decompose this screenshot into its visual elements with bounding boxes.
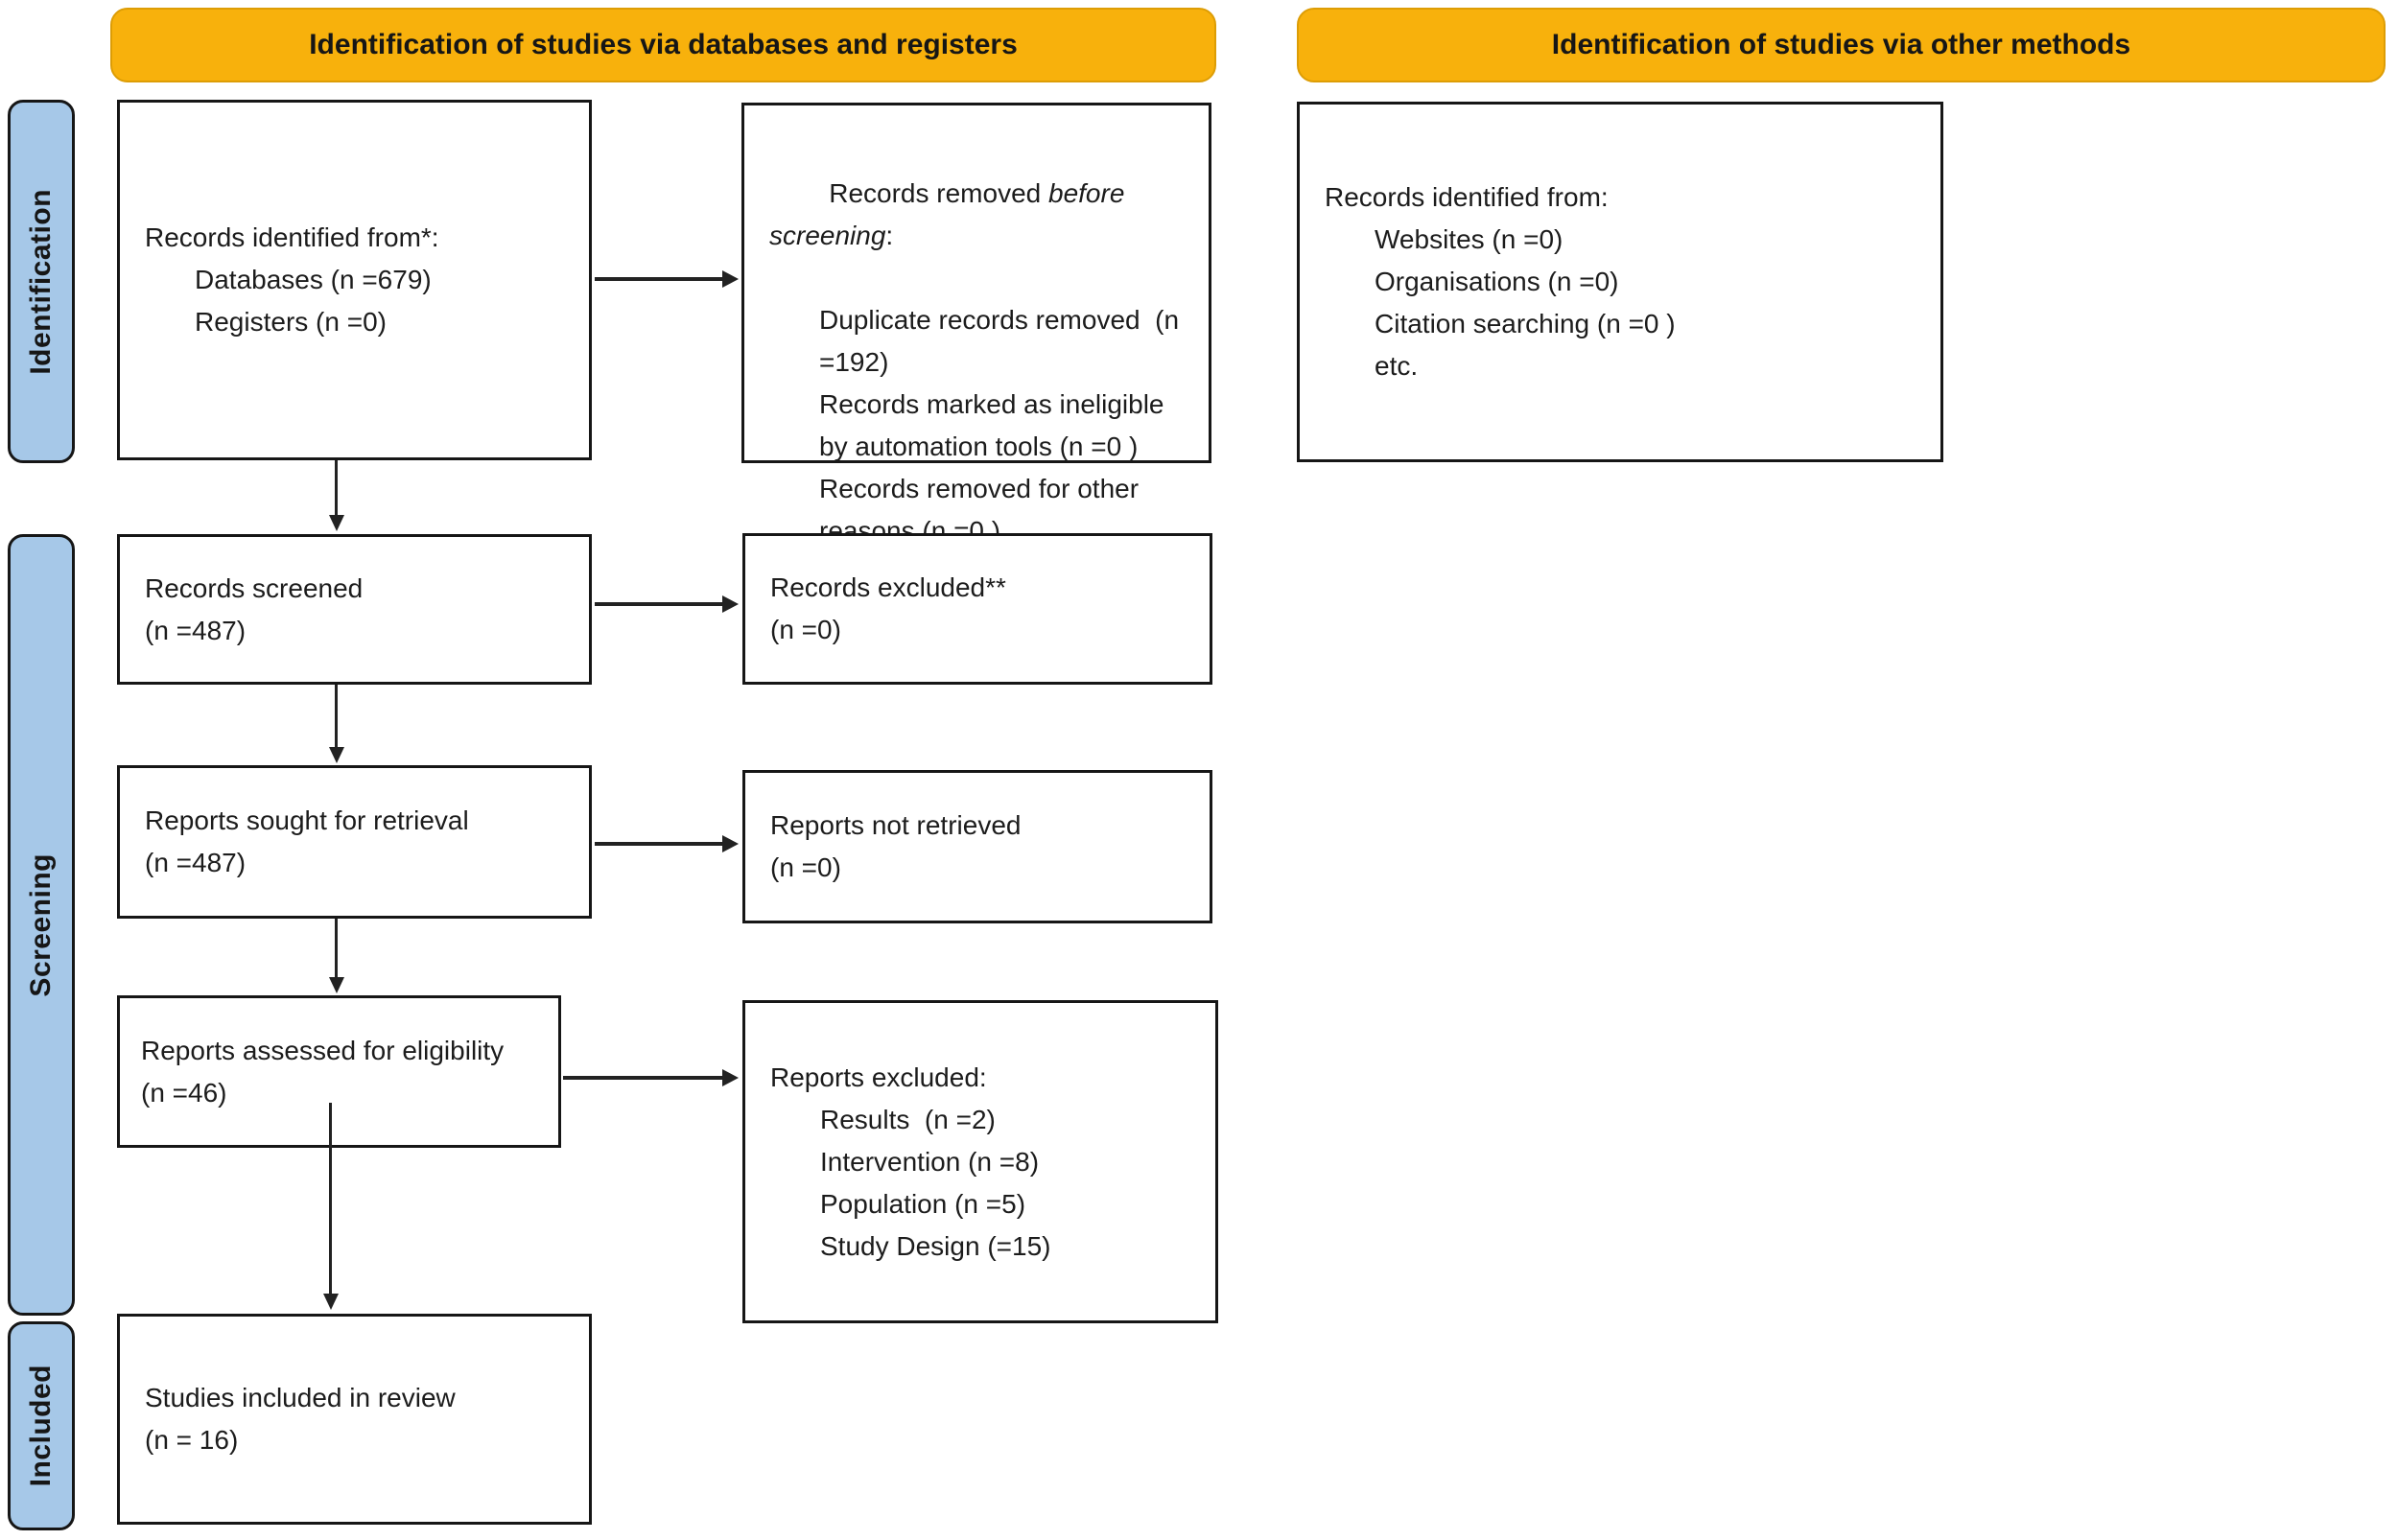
box-heading: Records identified from*: [145, 222, 439, 252]
box-line: Reports assessed for eligibility [141, 1035, 505, 1065]
box-item: Citation searching (n =0 ) [1375, 309, 1676, 338]
banner-databases-registers: Identification of studies via databases … [110, 8, 1216, 82]
box-line: (n =0) [770, 615, 841, 644]
box-item: Registers (n =0) [195, 307, 387, 337]
box-records-identified-databases: Records identified from*: Databases (n =… [117, 100, 592, 460]
banner-databases-registers-label: Identification of studies via databases … [309, 29, 1018, 60]
box-line: Records screened [145, 572, 364, 603]
box-item: etc. [1375, 351, 1419, 381]
box-line: Reports not retrieved [770, 810, 1022, 840]
box-item: Results (n =2) [820, 1104, 996, 1134]
box-heading-post: : [885, 221, 894, 250]
banner-other-methods-label: Identification of studies via other meth… [1551, 29, 2131, 60]
box-heading: Records identified from: [1325, 182, 1609, 212]
box-line: Records excluded** [770, 572, 1006, 602]
box-item: Records marked as ineligible by automati… [819, 389, 1172, 461]
box-item: Databases (n =679) [195, 265, 432, 294]
box-item: Population (n =5) [820, 1188, 1026, 1219]
box-item: Organisations (n =0) [1375, 267, 1619, 296]
phase-label-screening-text: Screening [25, 852, 57, 997]
box-heading-italic: before screening [769, 178, 1133, 250]
box-records-identified-other-methods: Records identified from: Websites (n =0)… [1297, 102, 1943, 462]
box-line: (n =46) [141, 1077, 227, 1108]
box-line: (n =487) [145, 615, 247, 645]
banner-other-methods: Identification of studies via other meth… [1297, 8, 2386, 82]
box-records-screened: Records screened (n =487) [117, 534, 592, 685]
box-records-removed-before-screening-text: Records removed before screening: Duplic… [744, 105, 1209, 552]
box-line: (n = 16) [145, 1425, 239, 1455]
box-item: Duplicate records removed (n =192) [819, 305, 1187, 377]
arrow-assessed-to-excluded-reasons [563, 1076, 723, 1080]
box-studies-included: Studies included in review (n = 16) [117, 1314, 592, 1525]
box-line: (n =487) [145, 848, 247, 877]
arrow-assessed-to-included [329, 1103, 332, 1295]
arrow-identified-to-screened [335, 460, 338, 516]
phase-label-included-text: Included [25, 1365, 57, 1487]
box-item: Study Design (=15) [820, 1230, 1051, 1261]
phase-label-identification-text: Identification [25, 188, 57, 375]
phase-label-included: Included [8, 1321, 75, 1530]
box-records-excluded: Records excluded** (n =0) [742, 533, 1212, 685]
box-line: (n =0) [770, 852, 841, 882]
box-item: Intervention (n =8) [820, 1146, 1040, 1177]
box-line: Studies included in review [145, 1383, 456, 1412]
box-heading: Reports excluded: [770, 1062, 987, 1092]
box-records-removed-before-screening: Records removed before screening: Duplic… [741, 103, 1211, 546]
box-reports-not-retrieved: Reports not retrieved (n =0) [742, 770, 1212, 923]
box-studies-included-text: Studies included in review (n = 16) [120, 1317, 589, 1522]
arrow-screened-to-excluded [595, 602, 723, 606]
box-heading-pre: Records removed [829, 178, 1048, 208]
box-reports-assessed-text: Reports assessed for eligibility (n =46) [120, 998, 558, 1145]
phase-label-screening: Screening [8, 534, 75, 1316]
arrow-sought-to-not-retrieved [595, 842, 723, 846]
box-line: Reports sought for retrieval [145, 805, 469, 835]
arrow-screened-to-sought [335, 685, 338, 748]
box-records-screened-text: Records screened (n =487) [120, 537, 589, 682]
box-reports-assessed: Reports assessed for eligibility (n =46) [117, 995, 561, 1148]
arrow-sought-to-assessed [335, 919, 338, 978]
box-item: Websites (n =0) [1375, 224, 1563, 254]
box-reports-not-retrieved-text: Reports not retrieved (n =0) [745, 773, 1210, 921]
box-reports-sought: Reports sought for retrieval (n =487) [117, 765, 592, 919]
box-heading: Records removed before screening: [769, 130, 1197, 299]
box-records-identified-databases-text: Records identified from*: Databases (n =… [120, 103, 589, 457]
arrow-identified-to-removed [595, 277, 723, 281]
box-reports-excluded-reasons-text: Reports excluded: Results (n =2) Interve… [745, 1003, 1215, 1320]
box-records-excluded-text: Records excluded** (n =0) [745, 536, 1210, 682]
box-records-identified-other-methods-text: Records identified from: Websites (n =0)… [1300, 105, 1940, 459]
phase-label-identification: Identification [8, 100, 75, 463]
box-reports-excluded-reasons: Reports excluded: Results (n =2) Interve… [742, 1000, 1218, 1323]
box-reports-sought-text: Reports sought for retrieval (n =487) [120, 768, 589, 916]
